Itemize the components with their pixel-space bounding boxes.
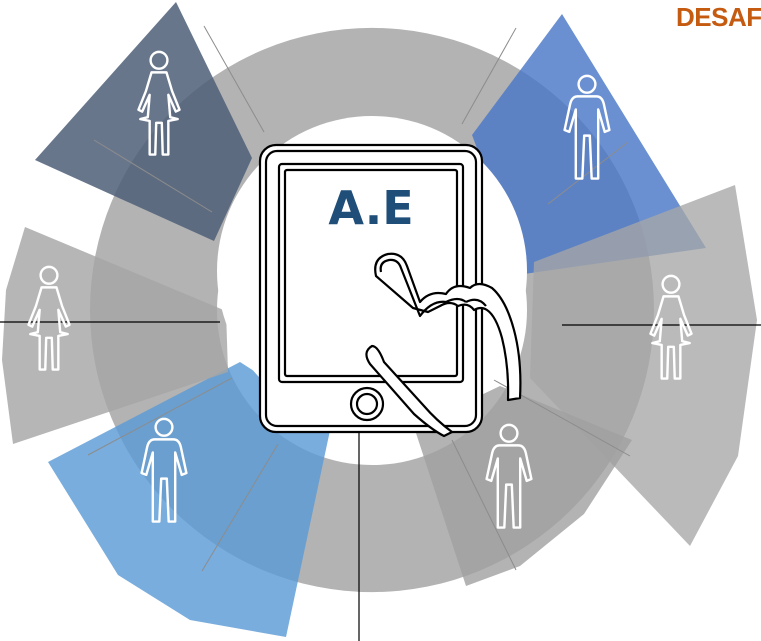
segment-top-left xyxy=(35,2,252,241)
segment-left xyxy=(2,227,228,444)
segment-bottom-left xyxy=(48,362,332,637)
segment-right xyxy=(530,185,757,546)
segment-bottom-right xyxy=(414,386,632,586)
corner-title: DESAF xyxy=(676,2,761,32)
tablet-touch-icon xyxy=(258,143,522,438)
center-label: A.E xyxy=(328,181,413,235)
